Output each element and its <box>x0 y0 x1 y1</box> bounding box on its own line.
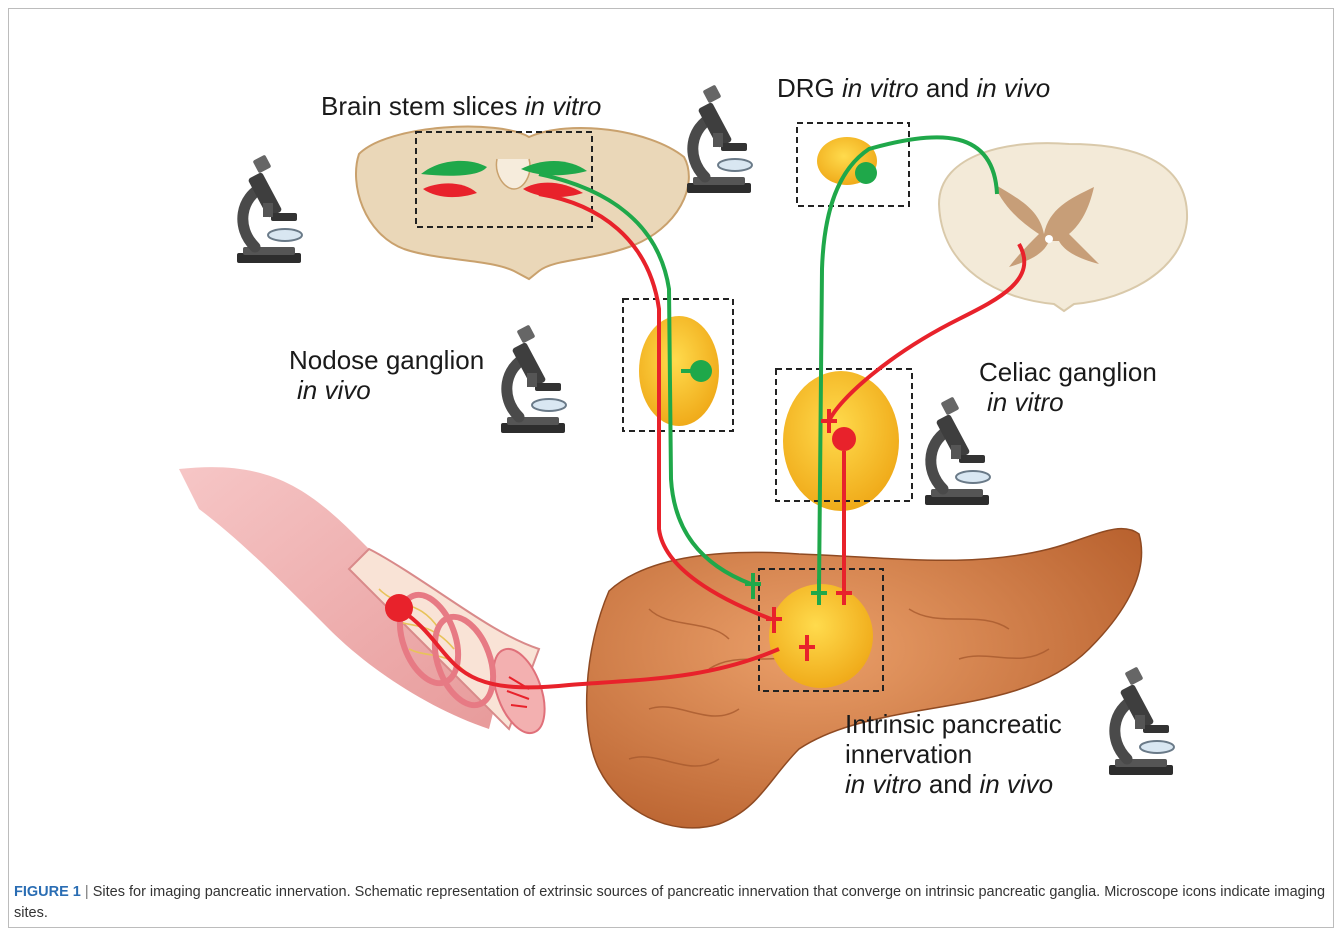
figure-panel: Brain stem slices in vitro DRG in vitro … <box>8 8 1334 928</box>
brainstem-label-main: Brain stem slices <box>321 91 518 121</box>
celiac-label-line1: Celiac ganglion <box>979 357 1157 387</box>
celiac-label: Celiac ganglion in vitro <box>979 357 1157 417</box>
nodose-neuron <box>690 360 712 382</box>
figure-caption: FIGURE 1 | Sites for imaging pancreatic … <box>14 882 1332 924</box>
microscope-icon <box>687 85 752 193</box>
caption-text: Sites for imaging pancreatic innervation… <box>14 884 1325 921</box>
microscope-icon <box>1109 667 1174 775</box>
intrinsic-label-italic1: in vitro <box>845 769 922 799</box>
intrinsic-label-italic2: in vivo <box>979 769 1053 799</box>
drg-label-and: and <box>926 73 969 103</box>
intestine-neuron <box>385 594 413 622</box>
caption-separator: | <box>85 884 89 900</box>
intrinsic-label: Intrinsic pancreatic innervation in vitr… <box>845 709 1062 799</box>
nodose-label-line2: in vivo <box>289 375 484 405</box>
nodose-label: Nodose ganglion in vivo <box>289 345 484 405</box>
celiac-label-line2: in vitro <box>979 387 1157 417</box>
celiac-neuron <box>832 427 856 451</box>
drg-label: DRG in vitro and in vivo <box>777 73 1050 103</box>
drg-label-italic2: in vivo <box>976 73 1050 103</box>
microscope-icon <box>501 325 566 433</box>
spinal-cord-section <box>939 143 1187 311</box>
drg-label-main: DRG <box>777 73 835 103</box>
drg-label-italic1: in vitro <box>842 73 919 103</box>
pancreatic-innervation-diagram <box>9 9 1333 869</box>
intrinsic-label-line2: innervation <box>845 739 1062 769</box>
brainstem-label-italic: in vitro <box>525 91 602 121</box>
brainstem-label: Brain stem slices in vitro <box>321 91 601 121</box>
microscope-icon <box>237 155 302 263</box>
intestine-segment <box>179 467 555 740</box>
intrinsic-label-and: and <box>929 769 972 799</box>
caption-label: FIGURE 1 <box>14 884 81 900</box>
drg-neuron <box>855 162 877 184</box>
nodose-label-line1: Nodose ganglion <box>289 345 484 375</box>
intrinsic-label-line1: Intrinsic pancreatic <box>845 709 1062 739</box>
